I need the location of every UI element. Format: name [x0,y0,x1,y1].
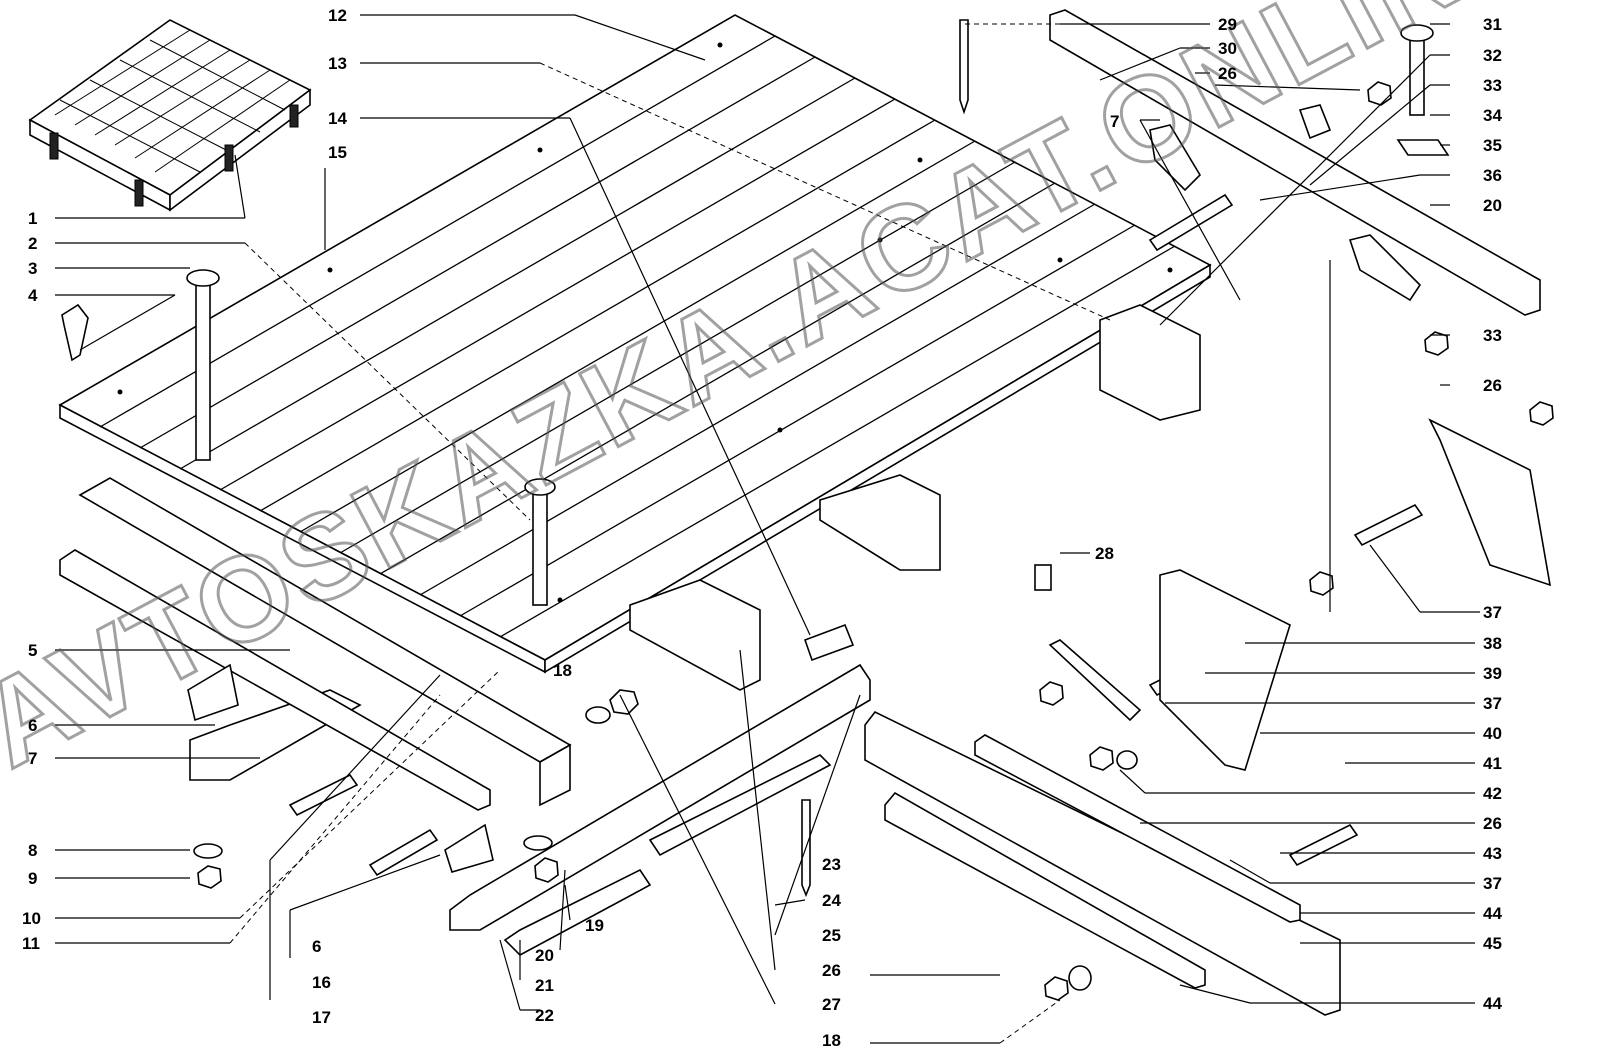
grating-platform [28,19,312,212]
callout-6: 6 [28,716,37,735]
callout-35: 35 [1483,136,1502,155]
callout-21: 21 [535,976,554,995]
callout-38: 38 [1483,634,1502,653]
callout-11: 11 [22,934,40,953]
callout-26-top: 26 [1218,64,1237,83]
callout-27: 27 [822,995,841,1014]
callout-19: 19 [585,916,604,935]
callout-10: 10 [22,909,41,928]
callout-12: 12 [328,6,347,25]
callout-2: 2 [28,234,37,253]
callout-36: 36 [1483,166,1502,185]
callout-39: 39 [1483,664,1502,683]
leader-lines [55,14,1480,1044]
callout-5: 5 [28,641,37,660]
callout-28: 28 [1095,544,1114,563]
callout-44-bottom: 44 [1483,994,1502,1013]
callout-37-top: 37 [1483,603,1502,622]
callout-numbers: 1 2 3 4 5 6 7 8 9 10 11 12 13 14 15 16 1… [22,6,1502,1050]
callout-30: 30 [1218,39,1237,58]
callout-8: 8 [28,841,37,860]
callout-16: 16 [312,973,331,992]
callout-18-bottom: 18 [822,1031,841,1050]
callout-24: 24 [822,891,841,910]
callout-26-bottom: 26 [822,961,841,980]
callout-40: 40 [1483,724,1502,743]
callout-44: 44 [1483,904,1502,923]
callout-31: 31 [1483,15,1502,34]
callout-33: 33 [1483,76,1502,95]
callout-25: 25 [822,926,841,945]
callout-3: 3 [28,259,37,278]
callout-37-bottom: 37 [1483,874,1502,893]
side-sills [59,549,1341,1016]
callout-22: 22 [535,1006,554,1025]
callout-20-right: 20 [1483,196,1502,215]
callout-37-mid: 37 [1483,694,1502,713]
callout-9: 9 [28,869,37,888]
callout-20: 20 [535,946,554,965]
callout-26-right: 26 [1483,376,1502,395]
callout-6-bottom: 6 [312,937,321,956]
callout-17: 17 [312,1008,331,1027]
callout-29: 29 [1218,15,1237,34]
callout-32: 32 [1483,46,1502,65]
callout-4: 4 [28,286,38,305]
callout-41: 41 [1483,754,1502,773]
callout-26-lower: 26 [1483,814,1502,833]
callout-13: 13 [328,54,347,73]
floor-deck [58,14,1212,674]
callout-45: 45 [1483,934,1502,953]
callout-18: 18 [553,661,572,680]
hardware [193,81,1554,1001]
callout-1: 1 [28,209,37,228]
callout-14: 14 [328,109,347,128]
callout-34: 34 [1483,106,1502,125]
callout-33-lower: 33 [1483,326,1502,345]
callout-42: 42 [1483,784,1502,803]
callout-43: 43 [1483,844,1502,863]
callout-7: 7 [28,749,37,768]
callout-7-right: 7 [1110,112,1119,131]
callout-15: 15 [328,143,347,162]
callout-23: 23 [822,855,841,874]
